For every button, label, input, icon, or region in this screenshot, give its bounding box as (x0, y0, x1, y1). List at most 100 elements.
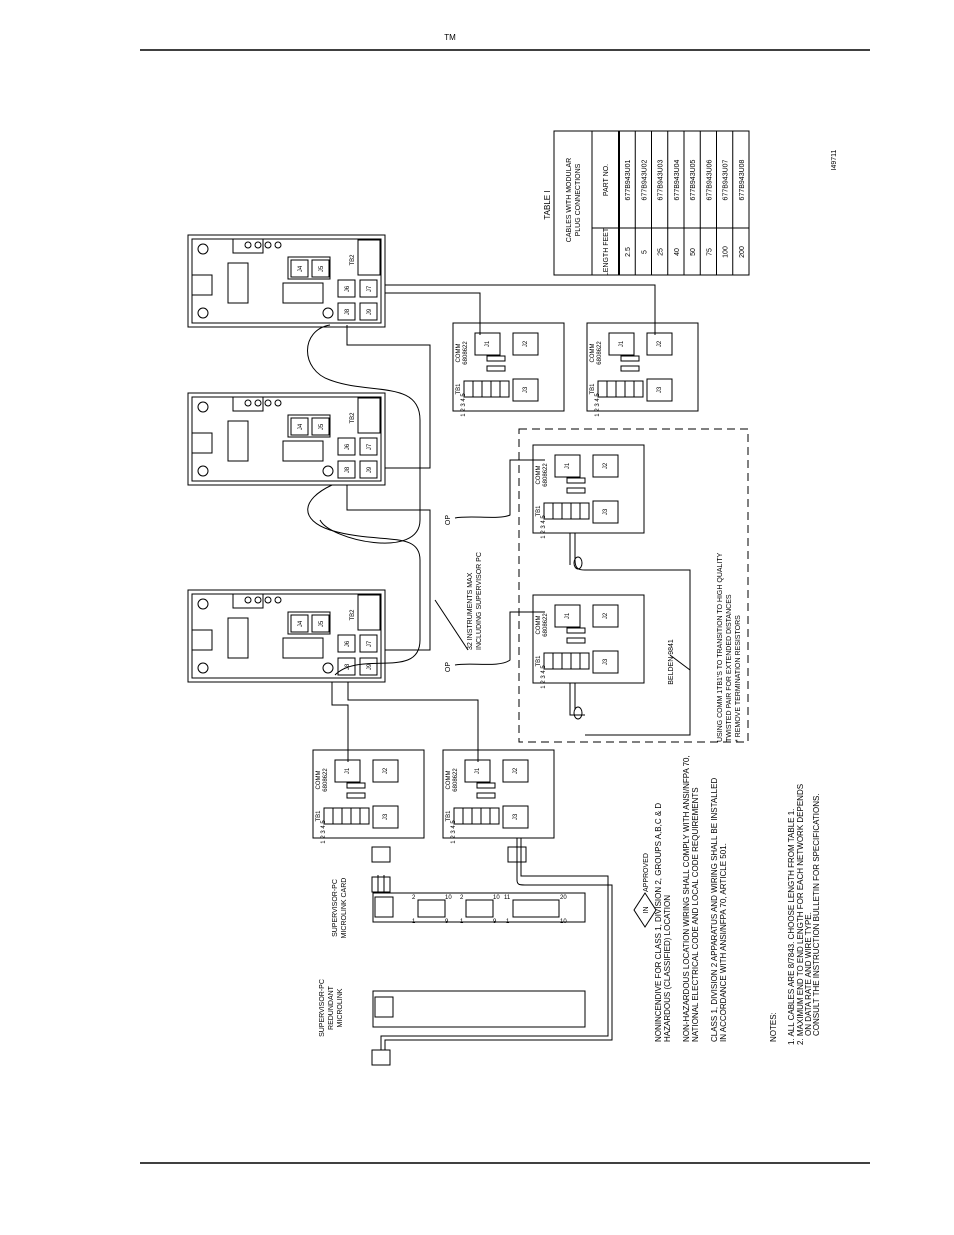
comm-label: COMM (536, 466, 542, 485)
cell-length: 100 (723, 246, 730, 258)
db-connector (282, 637, 324, 659)
cell-length: 75 (706, 248, 713, 256)
table-caption: PLUG CONNECTIONS (575, 163, 582, 236)
jack-j4 (290, 259, 309, 278)
max-instruments-label: 32 INSTRUMENTS MAX (467, 572, 474, 650)
jack-j9 (359, 657, 378, 676)
jack-j2 (646, 332, 673, 356)
db-connector (227, 420, 249, 462)
note-text: NATIONAL ELECTRICAL CODE AND LOCAL CODE … (691, 787, 700, 1042)
op-label: OP (445, 662, 452, 672)
modular-plug (371, 876, 391, 893)
terminal-screw-icon (244, 596, 252, 604)
microlink-card: 1 2 9 10 1 2 9 10 1 11 10 20 SUPERVISOR-… (332, 878, 586, 939)
cell-part-number: 677B943U07 (723, 159, 730, 200)
microlink-label: MICROLINK CARD (341, 878, 348, 939)
pin-label: 10 (445, 895, 452, 901)
redundant-label: SUPERVISOR-PC (319, 979, 326, 1037)
connector-block (191, 629, 213, 651)
cell-length: 5 (641, 250, 648, 254)
cell-part-number: 677B943U03 (658, 159, 665, 200)
connector-a (417, 899, 446, 918)
jack-label: J6 (345, 443, 351, 450)
instrument-enclosure (187, 392, 386, 486)
terminal-screw-icon (274, 241, 282, 249)
table-row: 75 677B943U06 (706, 131, 717, 275)
jack-label: J6 (345, 285, 351, 292)
table-header-part: PART NO. (603, 164, 610, 196)
jack-label: J3 (603, 508, 609, 515)
terminal-strip (232, 238, 264, 254)
jack-j1 (608, 332, 635, 356)
resistor-icon (346, 782, 366, 789)
op-label: OP (445, 515, 452, 525)
connector-block (191, 432, 213, 454)
connector-b (465, 899, 494, 918)
jack-label: J5 (319, 423, 325, 430)
jack-j3 (592, 650, 619, 674)
tb1-terminal (463, 380, 510, 398)
cell-part-number: 677B943U01 (625, 159, 632, 200)
tb2-label: TB2 (350, 609, 356, 621)
modular-plug (371, 1049, 391, 1066)
jack-label: J2 (523, 340, 529, 347)
comm-part-label: 6808622 (453, 768, 459, 792)
jack-label: J7 (367, 285, 373, 292)
pin-label: 1 (412, 919, 416, 925)
tb1-label: TB1 (536, 505, 542, 517)
pin-label: 9 (493, 919, 497, 925)
tb2-terminal (357, 239, 381, 276)
microlink-label: SUPERVISOR-PC (332, 879, 339, 937)
jack-j6 (337, 279, 356, 298)
note-item: 1. ALL CABLES ARE 8/7843. CHOOSE LENGTH … (787, 809, 796, 1045)
max-instruments-label: INCLUDING SUPERVISOR PC (476, 552, 483, 650)
jack-j7 (359, 279, 378, 298)
comm-part-label: 6808622 (597, 341, 603, 365)
jack-label: J5 (319, 620, 325, 627)
resistor-icon (620, 365, 640, 372)
pin-label: 10 (560, 919, 567, 925)
jack-label: J1 (345, 767, 351, 774)
rj-jack (374, 896, 394, 918)
jack-label: J4 (298, 265, 304, 272)
instrument-enclosure (187, 234, 386, 328)
jack-label: J3 (523, 386, 529, 393)
terminal-numbers: 1 2 3 4 5 (595, 393, 601, 417)
screw-icon (322, 662, 334, 674)
jack-pair (287, 256, 331, 280)
extended-distance-zone (518, 428, 749, 743)
db-connector (282, 282, 324, 304)
jack-j2 (512, 332, 539, 356)
jack-j3 (512, 378, 539, 402)
jack-j1 (464, 759, 491, 783)
terminal-numbers: 1 2 3 4 5 (321, 820, 327, 844)
comm-part-label: 6808622 (543, 613, 549, 637)
jack-j6 (337, 437, 356, 456)
jack-j1 (554, 604, 581, 628)
comm-board-outline (532, 444, 645, 534)
jack-label: J1 (619, 340, 625, 347)
approval-code: IN (643, 907, 650, 914)
screw-icon (197, 307, 209, 319)
cell-part-number: 677B943U06 (706, 159, 713, 200)
jack-j9 (359, 460, 378, 479)
note-text: NON-HAZARDOUS LOCATION WIRING SHALL COMP… (682, 755, 691, 1042)
terminal-numbers: 1 2 3 4 5 (541, 515, 547, 539)
jack-label: J2 (513, 767, 519, 774)
comm-label: COMM (536, 616, 542, 635)
jack-j8 (337, 657, 356, 676)
note-text: HAZARDOUS (CLASSIFIED) LOCATION (663, 895, 672, 1042)
terminal-screw-icon (244, 241, 252, 249)
cell-part-number: 677B943U05 (690, 159, 697, 200)
terminal-numbers: 1 2 3 4 5 (461, 393, 467, 417)
comm-part-label: 6808622 (463, 341, 469, 365)
terminal-screw-icon (274, 399, 282, 407)
table-caption: CABLES WITH MODULAR (566, 158, 573, 242)
instrument-enclosure (187, 589, 386, 683)
transition-note: TWISTED PAIR FOR EXTENDED DISTANCES (726, 594, 733, 742)
